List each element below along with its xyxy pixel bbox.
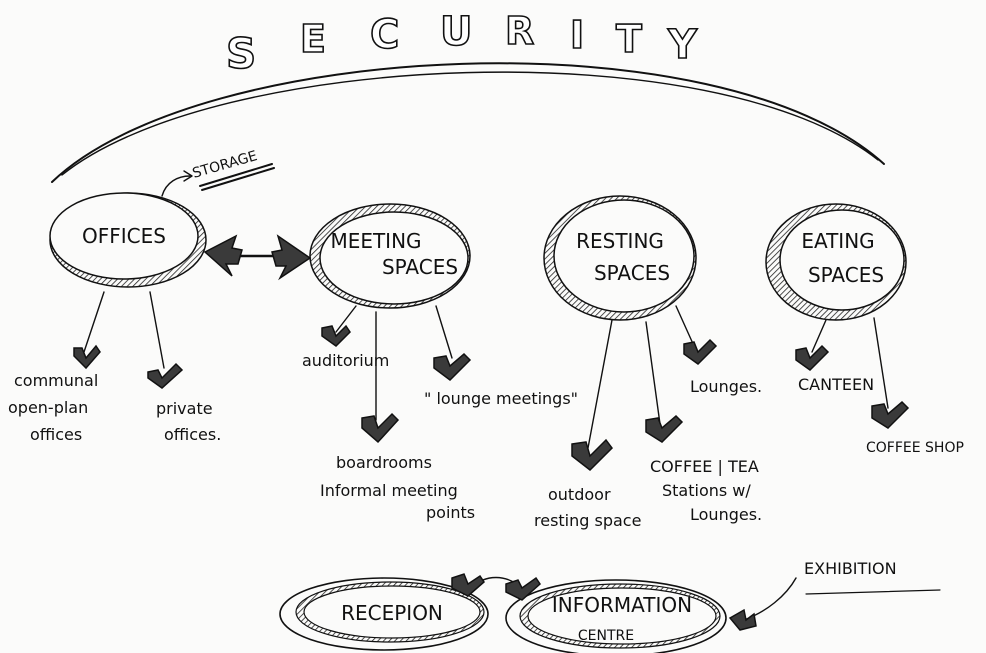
check-icon (361, 412, 400, 444)
node-offices: OFFICES (49, 192, 207, 288)
security-arc (51, 62, 885, 183)
item-communal-line1: communal (14, 371, 98, 390)
connector-lines (83, 291, 889, 449)
check-icon (871, 400, 910, 429)
item-private-line2: offices. (164, 425, 221, 444)
security-letter-e: E (300, 17, 326, 61)
security-letter-i: I (570, 13, 584, 57)
node-resting-spaces: RESTING SPACES (543, 195, 697, 321)
item-communal-line3: offices (30, 425, 82, 444)
reception-information-link (451, 573, 541, 601)
item-auditorium: auditorium (302, 351, 389, 370)
information-label-line2: CENTRE (578, 628, 634, 644)
security-letter-y: Y (667, 22, 698, 68)
item-coffee-shop: COFFEE SHOP (866, 440, 964, 456)
eating-label-line2: SPACES (808, 263, 884, 287)
meeting-label-line2: SPACES (382, 255, 458, 279)
check-icon (505, 576, 541, 601)
offices-meeting-link (203, 234, 312, 281)
storage-label: STORAGE (191, 148, 259, 182)
node-meeting-spaces: MEETING SPACES (309, 203, 471, 309)
item-labels: communal open-plan offices private offic… (8, 351, 964, 530)
exhibition-label: EXHIBITION (804, 559, 897, 578)
item-private-line1: private (156, 399, 213, 418)
check-icon (571, 438, 613, 471)
item-lounges: Lounges. (690, 377, 762, 396)
check-icon (795, 344, 830, 371)
check-icon (433, 352, 472, 381)
check-icon (73, 344, 101, 370)
item-coffee-line3: Lounges. (690, 505, 762, 524)
security-letter-c: C (370, 12, 399, 58)
item-outdoor-line2: resting space (534, 511, 641, 530)
check-icon (645, 414, 684, 443)
item-coffee-line2: Stations w/ (662, 481, 751, 500)
storage-annotation: STORAGE (161, 148, 275, 197)
check-icon (728, 608, 757, 631)
item-lounge-meetings: " lounge meetings" (424, 389, 578, 408)
item-boardrooms: boardrooms (336, 453, 432, 472)
node-information-centre: INFORMATION CENTRE (505, 579, 727, 653)
item-informal-line1: Informal meeting (320, 481, 458, 500)
offices-label: OFFICES (82, 224, 166, 248)
security-letter-t: T (616, 17, 642, 61)
item-coffee-line1: COFFEE | TEA (650, 457, 759, 476)
resting-label-line1: RESTING (576, 229, 664, 253)
security-title: S E C U R I T Y (225, 8, 699, 79)
check-icon (451, 573, 485, 597)
security-letter-u: U (440, 9, 472, 55)
check-marks (73, 324, 910, 471)
security-letter-s: S (226, 29, 256, 78)
item-canteen: CANTEEN (798, 375, 874, 394)
node-eating-spaces: EATING SPACES (765, 203, 907, 321)
eating-label-line1: EATING (801, 229, 874, 253)
reception-label: RECEPION (341, 601, 443, 625)
information-label-line1: INFORMATION (552, 593, 692, 617)
check-icon (683, 338, 718, 365)
security-letter-r: R (505, 9, 534, 53)
item-informal-line2: points (426, 503, 475, 522)
resting-label-line2: SPACES (594, 261, 670, 285)
meeting-label-line1: MEETING (330, 229, 421, 253)
item-communal-line2: open-plan (8, 398, 88, 417)
item-outdoor-line1: outdoor (548, 485, 611, 504)
check-icon (147, 362, 184, 389)
node-reception: RECEPION (279, 577, 489, 651)
exhibition-annotation: EXHIBITION (728, 559, 941, 631)
check-icon (321, 324, 351, 347)
